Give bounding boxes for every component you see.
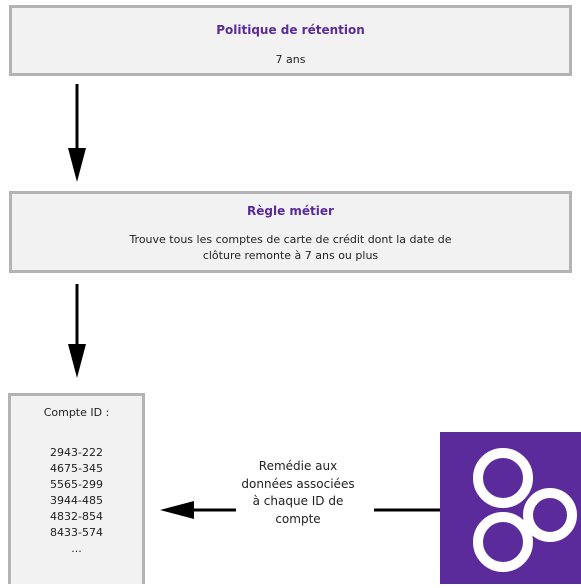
arrow-rule-to-accounts [68, 284, 86, 378]
account-id-item: 2943-222 [50, 446, 103, 459]
account-ids-label: Compte ID : [43, 406, 110, 419]
arrow-remediation-to-accounts [160, 501, 236, 519]
business-rule-title: Règle métier [247, 204, 334, 218]
business-rule-description: Trouve tous les comptes de carte de créd… [129, 233, 452, 262]
account-id-item: 4675-345 [50, 462, 103, 475]
retention-policy-value: 7 ans [275, 53, 306, 66]
brand-logo [440, 432, 581, 584]
remediation-label: Remédie aux données associées à chaque I… [241, 459, 355, 526]
account-id-item: 3944-485 [50, 494, 103, 507]
retention-policy-box: Politique de rétention 7 ans [9, 5, 572, 76]
account-id-item: 5565-299 [50, 478, 103, 491]
account-id-item: 4832-854 [50, 510, 103, 523]
arrow-policy-to-rule [68, 84, 86, 182]
brand-logo-icon [473, 448, 577, 572]
business-rule-box: Règle métier Trouve tous les comptes de … [9, 191, 572, 273]
account-id-item: 8433-574 [50, 526, 103, 539]
retention-policy-title: Politique de rétention [216, 23, 365, 37]
account-id-item: ... [71, 542, 82, 555]
account-ids-list: 2943-222 4675-345 5565-299 3944-485 4832… [11, 445, 142, 557]
account-ids-box: Compte ID : 2943-222 4675-345 5565-299 3… [8, 393, 145, 584]
